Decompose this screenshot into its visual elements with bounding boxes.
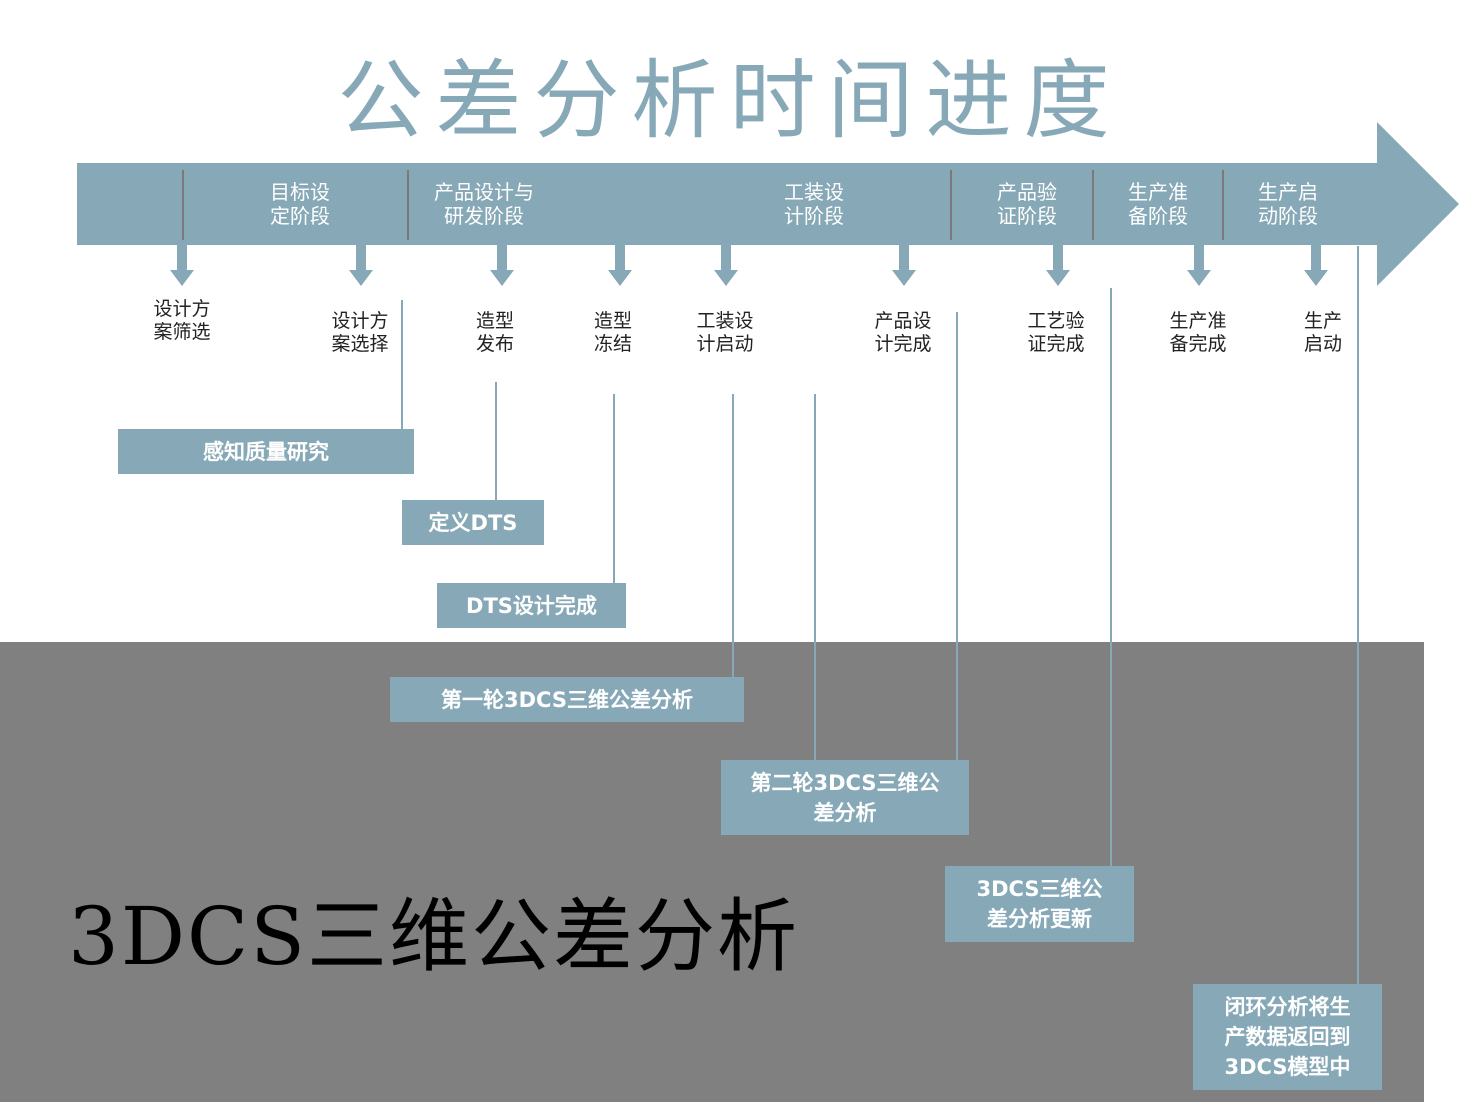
milestone-label: 产品设 计完成: [874, 310, 932, 355]
activity-box-define-dts: 定义DTS: [402, 500, 544, 545]
milestone-label: 设计方 案筛选: [153, 298, 211, 343]
connector-line: [613, 394, 615, 584]
milestone-label: 造型 冻结: [593, 310, 632, 355]
connector-line: [956, 312, 958, 761]
down-arrow-icon: [1046, 245, 1070, 286]
milestone-label: 设计方 案选择: [331, 310, 389, 355]
activity-box-round-one: 第一轮3DCS三维公差分析: [390, 677, 744, 722]
milestone-label: 工装设 计启动: [696, 310, 754, 355]
connector-line: [1110, 288, 1112, 867]
milestone-label: 造型 发布: [475, 310, 514, 355]
down-arrow-icon: [892, 245, 916, 286]
activity-box-round-two: 第二轮3DCS三维公 差分析: [721, 760, 969, 835]
phase-label-tooling: 工装设 计阶段: [784, 180, 844, 228]
connector-line: [814, 394, 816, 761]
phase-label-validation: 产品验 证阶段: [997, 180, 1057, 228]
down-arrow-icon: [490, 245, 514, 286]
activity-box-closed-loop: 闭环分析将生 产数据返回到 3DCS模型中: [1193, 984, 1382, 1090]
connector-line: [1357, 246, 1359, 985]
milestone-label: 生产准 备完成: [1169, 310, 1227, 355]
phase-label-design: 产品设计与 研发阶段: [434, 180, 534, 228]
connector-line: [401, 300, 403, 432]
milestone-label: 工艺验 证完成: [1027, 310, 1085, 355]
timeline-arrow: [77, 122, 1459, 286]
milestone-label: 生产 启动: [1303, 310, 1342, 355]
down-arrow-icon: [1187, 245, 1211, 286]
activity-box-dts-complete: DTS设计完成: [437, 583, 626, 628]
phase-label-prep: 生产准 备阶段: [1128, 180, 1188, 228]
milestone-markers: [170, 245, 1328, 286]
connector-line: [495, 382, 497, 502]
down-arrow-icon: [1304, 245, 1328, 286]
phase-label-target: 目标设 定阶段: [270, 180, 330, 228]
down-arrow-icon: [608, 245, 632, 286]
page-title: 公差分析时间进度: [337, 51, 1122, 151]
phase-label-launch: 生产启 动阶段: [1258, 180, 1318, 228]
connector-line: [732, 394, 734, 679]
activity-box-update: 3DCS三维公 差分析更新: [945, 866, 1134, 942]
section-title: 3DCS三维公差分析: [68, 890, 800, 983]
activity-box-perceived-quality: 感知质量研究: [118, 429, 414, 474]
down-arrow-icon: [170, 245, 194, 286]
phase-dividers: [182, 170, 1224, 240]
down-arrow-icon: [349, 245, 373, 286]
down-arrow-icon: [714, 245, 738, 286]
